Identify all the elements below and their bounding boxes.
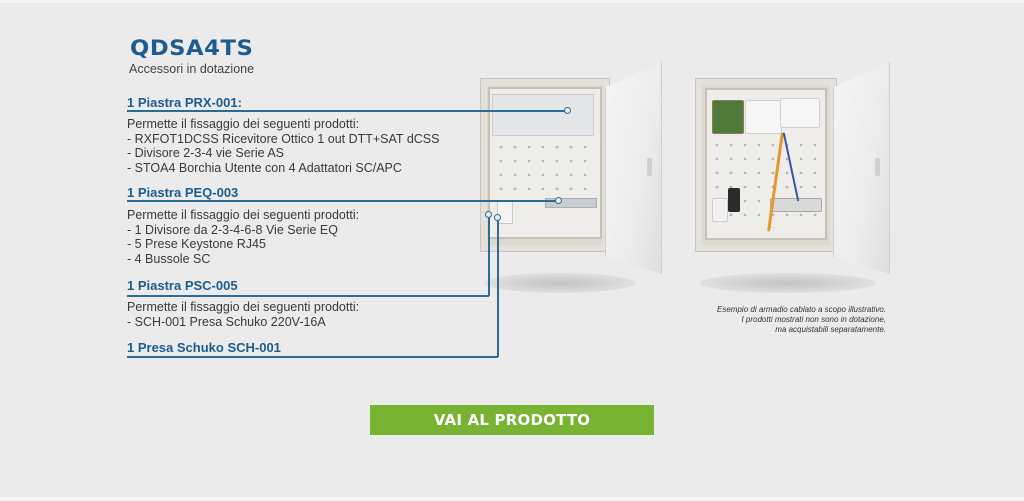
section-title-peq-003: 1 Piastra PEQ-003 [127,185,239,200]
leader-dot-sch-001 [494,214,501,221]
bottom-border [0,497,1024,501]
empty-cabinet-image [475,60,675,293]
desc-item: - SCH-001 Presa Schuko 220V-16A [127,314,326,329]
mounting-holes [710,138,820,228]
cabinet-door [833,62,890,274]
user-outlet-box [780,98,820,128]
peq-003-plate [545,198,597,208]
leader-line-peq-003 [127,200,557,202]
leader-line-psc-005-horizontal [127,295,489,297]
top-border [0,0,1024,3]
cabinet-door [605,62,662,274]
note-line: I prodotti mostrati non sono in dotazion… [741,315,886,324]
leader-dot-prx-001 [564,107,571,114]
page-subtitle: Accessori in dotazione [129,62,255,76]
desc-intro: Permette il fissaggio dei seguenti prodo… [127,117,360,131]
desc-item: - 5 Prese Keystone RJ45 [127,237,266,251]
mounting-holes [494,140,592,200]
schuko-outlet [712,198,728,222]
desc-item: - 4 Bussole SC [127,251,211,266]
go-to-product-button[interactable]: VAI AL PRODOTTO [370,405,654,435]
leader-dot-psc-005 [485,211,492,218]
section-title-sch-001: 1 Presa Schuko SCH-001 [127,340,281,355]
desc-item: - STOA4 Borchia Utente con 4 Adattatori … [127,160,402,175]
door-handle [647,158,652,176]
section-desc-psc-005: Permette il fissaggio dei seguenti prodo… [127,300,359,329]
illustrative-note: Esempio di armadio cablato a scopo illus… [690,305,886,335]
leader-line-psc-005-vertical [488,214,490,296]
note-line: Esempio di armadio cablato a scopo illus… [717,305,886,314]
section-title-psc-005: 1 Piastra PSC-005 [127,278,238,293]
keystone-panel [770,198,822,212]
optical-receiver [745,100,782,134]
section-desc-peq-003: Permette il fissaggio dei seguenti prodo… [127,208,359,266]
cabinet-shadow [700,273,875,293]
green-transformer [712,100,744,134]
desc-item: - Divisore 2-3-4 vie Serie AS [127,146,285,160]
section-desc-prx-001: Permette il fissaggio dei seguenti prodo… [127,117,439,175]
leader-line-sch-001-vertical [497,219,499,357]
note-line: ma acquistabili separatamente. [775,325,886,334]
cabinet-shadow [485,273,635,293]
desc-intro: Permette il fissaggio dei seguenti prodo… [127,300,360,314]
leader-line-prx-001 [127,110,567,112]
wired-cabinet-image [690,60,915,293]
desc-item: - RXFOT1DCSS Ricevitore Ottico 1 out DTT… [127,131,440,146]
door-handle [875,158,880,176]
product-code-title: QDSA4TS [130,36,254,60]
section-title-prx-001: 1 Piastra PRX-001: [127,95,242,110]
desc-item: - 1 Divisore da 2-3-4-6-8 Vie Serie EQ [127,222,338,237]
desc-intro: Permette il fissaggio dei seguenti prodo… [127,208,360,222]
power-adapter [728,188,740,212]
leader-line-sch-001-horizontal [127,356,498,358]
prx-001-plate [492,94,594,136]
leader-dot-peq-003 [555,197,562,204]
